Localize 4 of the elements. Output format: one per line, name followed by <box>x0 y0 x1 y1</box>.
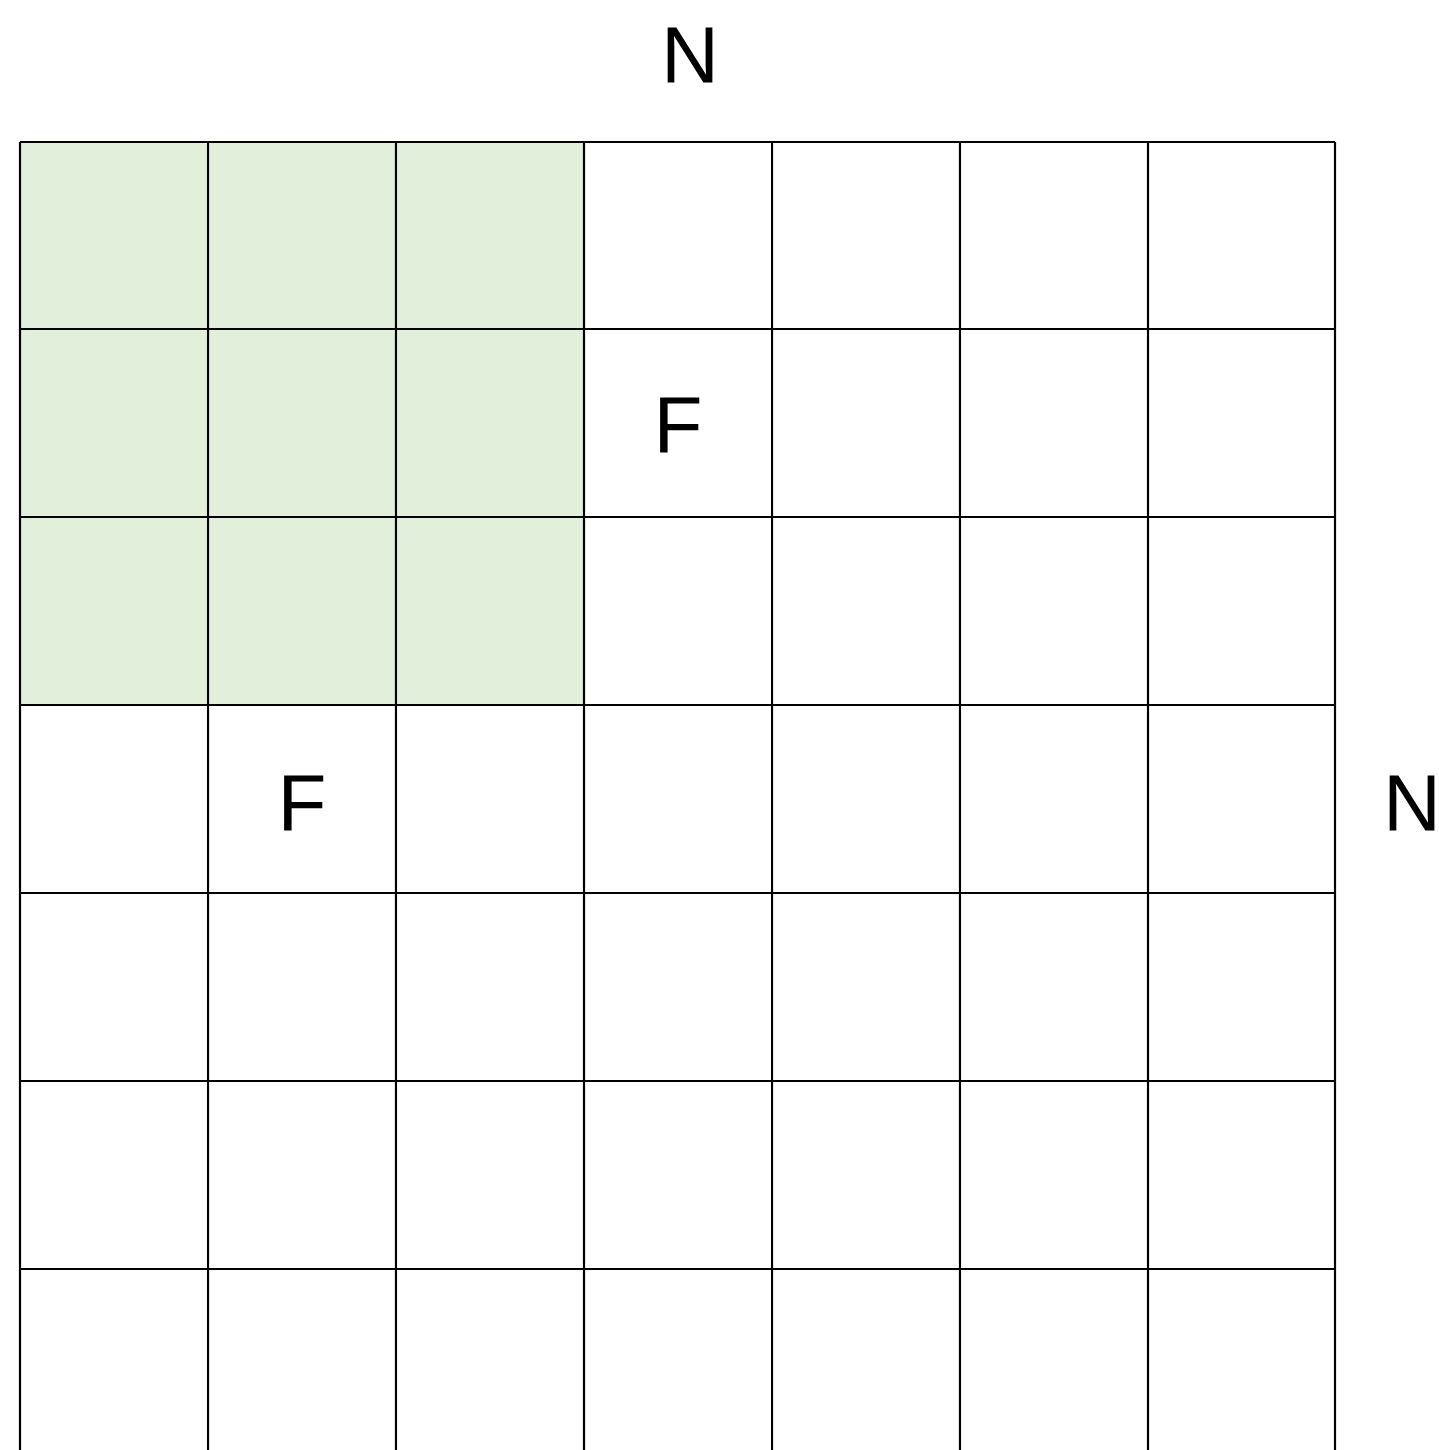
cell-label: F <box>660 397 700 453</box>
dimension-label: N <box>667 27 713 83</box>
cell-label: F <box>284 775 324 831</box>
dimension-label: N <box>1389 775 1435 831</box>
